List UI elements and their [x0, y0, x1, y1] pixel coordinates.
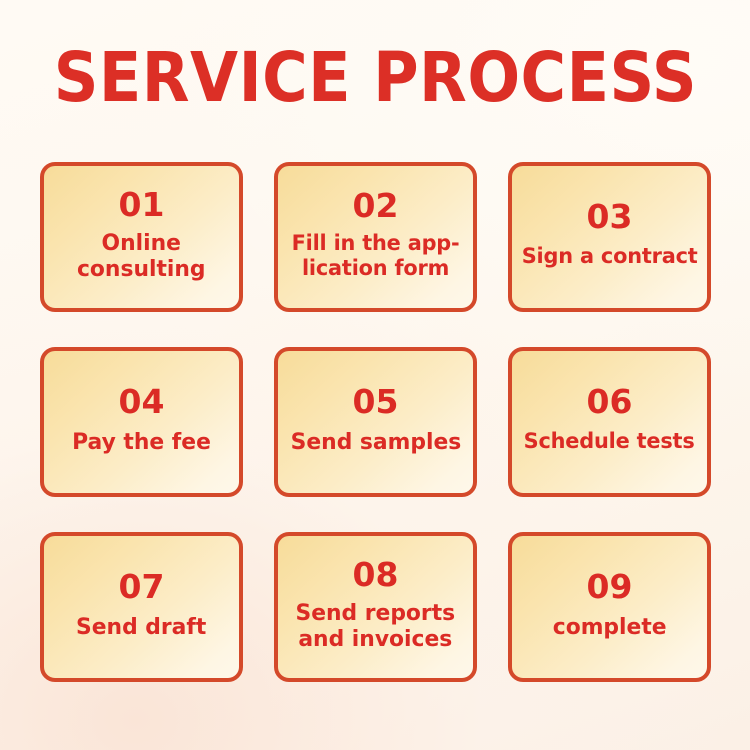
step-number: 07: [118, 566, 165, 606]
step-number: 01: [118, 185, 165, 225]
step-label: Pay the fee: [72, 428, 211, 455]
process-step-grid: 01 Online consulting 02 Fill in the app-…: [40, 162, 711, 682]
step-label: Sign a contract: [521, 244, 698, 270]
process-step-card-06[interactable]: 06 Schedule tests: [508, 347, 711, 497]
step-number: 05: [352, 381, 399, 421]
step-label: complete: [552, 613, 667, 640]
step-label: Online consulting: [77, 230, 206, 282]
step-number: 04: [118, 381, 165, 421]
step-number: 08: [352, 555, 399, 595]
process-step-card-08[interactable]: 08 Send reports and invoices: [274, 532, 477, 682]
step-number: 02: [352, 186, 399, 226]
step-number: 03: [586, 197, 633, 237]
page-title-container: SERVICE PROCESS: [0, 44, 750, 113]
step-number: 09: [586, 566, 633, 606]
step-label: Schedule tests: [524, 429, 695, 455]
step-label: Send reports and invoices: [295, 600, 456, 652]
step-label: Fill in the app- lication form: [291, 231, 460, 281]
step-label: Send samples: [290, 428, 461, 455]
process-step-card-04[interactable]: 04 Pay the fee: [40, 347, 243, 497]
step-label: Send draft: [76, 613, 207, 640]
process-step-card-03[interactable]: 03 Sign a contract: [508, 162, 711, 312]
step-number: 06: [586, 382, 633, 422]
process-step-card-07[interactable]: 07 Send draft: [40, 532, 243, 682]
process-step-card-02[interactable]: 02 Fill in the app- lication form: [274, 162, 477, 312]
process-step-card-09[interactable]: 09 complete: [508, 532, 711, 682]
page-title: SERVICE PROCESS: [53, 38, 697, 118]
process-step-card-05[interactable]: 05 Send samples: [274, 347, 477, 497]
process-step-card-01[interactable]: 01 Online consulting: [40, 162, 243, 312]
